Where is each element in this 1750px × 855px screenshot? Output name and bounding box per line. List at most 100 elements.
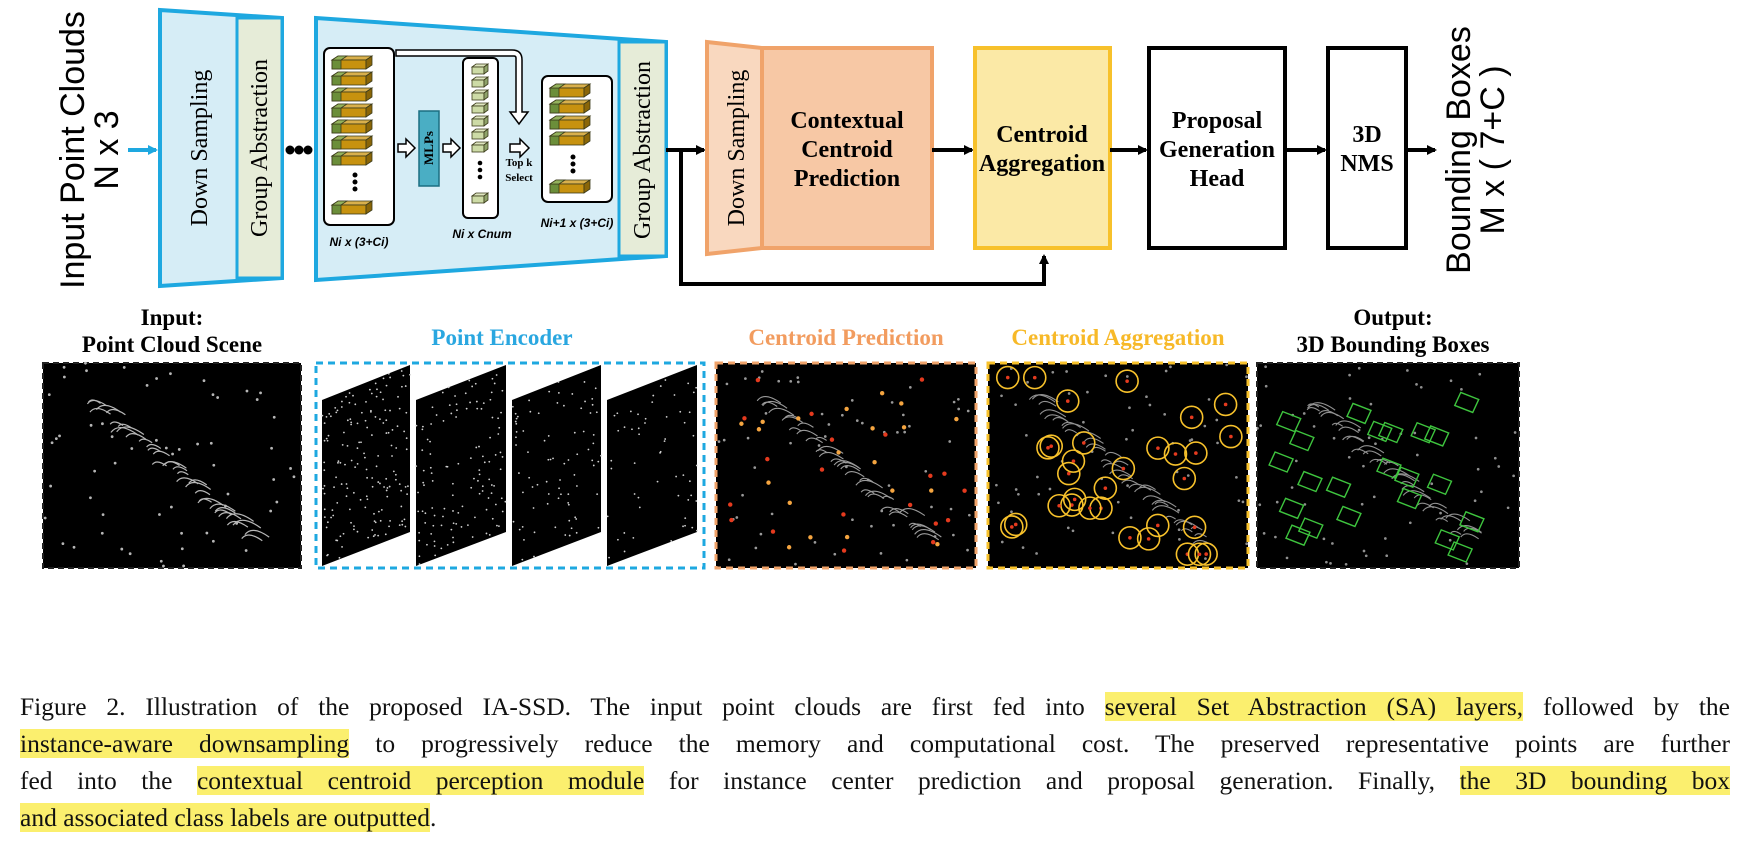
point-streak [796,429,818,437]
centroid-point [729,517,734,523]
encoder-point [450,528,453,531]
aggregation-center [1189,415,1194,420]
encoder-point [514,412,517,415]
encoder-point [452,522,455,525]
encoder-point [401,523,404,526]
encoder-point [488,460,491,463]
encoder-point [455,416,457,418]
point-streak [888,511,908,518]
encoder-point [554,526,557,529]
encoder-point [663,440,666,443]
encoder-point [371,477,374,479]
caption-text-2b: to progressively reduce the memory and c… [349,729,1731,758]
point-dot [1125,437,1128,441]
encoder-point [350,423,353,426]
point-dot [1126,484,1129,487]
encoder-point [331,509,334,512]
encoder-point [385,489,388,492]
encoder-point [353,528,355,531]
encoder-point [518,472,520,474]
encoder-point [454,395,456,397]
encoder-point [633,493,636,495]
point-dot [1235,475,1238,479]
encoder-point [521,525,524,528]
encoder-point [496,524,498,527]
encoder-point [637,413,639,416]
point-dot [1460,387,1463,391]
encoder-point [406,493,409,496]
point-streak [1383,468,1411,477]
point-streak [788,427,802,432]
encoder-point [563,404,565,407]
point-dot [1385,554,1389,558]
encoder-point [345,395,347,398]
encoder-point [570,527,573,530]
encoder-point [637,427,640,430]
encoder-point [346,419,349,422]
centroid-point [954,416,959,422]
point-dot [905,558,909,562]
encoder-point [390,444,393,447]
point-dot [845,465,848,469]
point-dot [817,444,821,447]
encoder-point [336,409,339,412]
point-streak [1402,490,1431,499]
encoder-point [356,422,359,425]
encoder-point [691,526,694,529]
point-dot [890,401,894,404]
point-streak [1369,458,1388,465]
point-dot [224,504,227,508]
aggregation-circle [1062,487,1087,512]
encoder-point [323,492,326,495]
encoder-point [339,461,342,464]
encoder-point [679,410,682,413]
point-dot [61,542,65,546]
encoder-slice-4 [607,365,697,566]
point-streak [188,479,208,486]
centroid-point [942,471,947,476]
point-dot [93,469,97,473]
bounding-box [1434,528,1461,551]
centroid-point [765,456,770,462]
point-dot [952,400,956,404]
centroid-point [899,401,904,406]
point-dot [211,539,215,543]
encoder-point [434,554,437,557]
encoder-point [433,540,436,543]
encoder-point [478,469,481,472]
point-dot [823,435,827,438]
encoder-point [367,536,370,539]
aggregation-center [1032,375,1037,380]
encoder-point [394,478,397,481]
centroid-point [841,512,846,517]
encoder-point [374,521,377,524]
encoder-point [421,425,424,428]
aggregation-center [1066,471,1071,476]
point-dot [1274,535,1277,539]
point-dot [1303,503,1307,506]
point-streak [818,451,844,460]
point-dot [275,500,279,504]
encoder-point [487,497,490,499]
point-dot [84,361,87,365]
encoder-point [470,486,473,489]
point-dot [1497,465,1501,468]
point-dot [995,483,998,487]
point-dot [1169,365,1172,369]
point-dot [1241,500,1245,504]
point-dot [717,440,721,443]
encoder-point [366,498,369,501]
point-dot [289,467,292,470]
point-dot [272,415,276,419]
point-streak [797,422,814,428]
point-dot [120,547,124,551]
encoder-point [493,382,496,385]
encoder-point [365,495,368,498]
encoder-point [499,468,502,471]
point-dot [901,413,905,417]
encoder-point [382,422,385,424]
point-dot [202,379,206,383]
point-streak [176,471,189,476]
encoder-point [597,460,600,463]
point-dot [100,531,104,535]
